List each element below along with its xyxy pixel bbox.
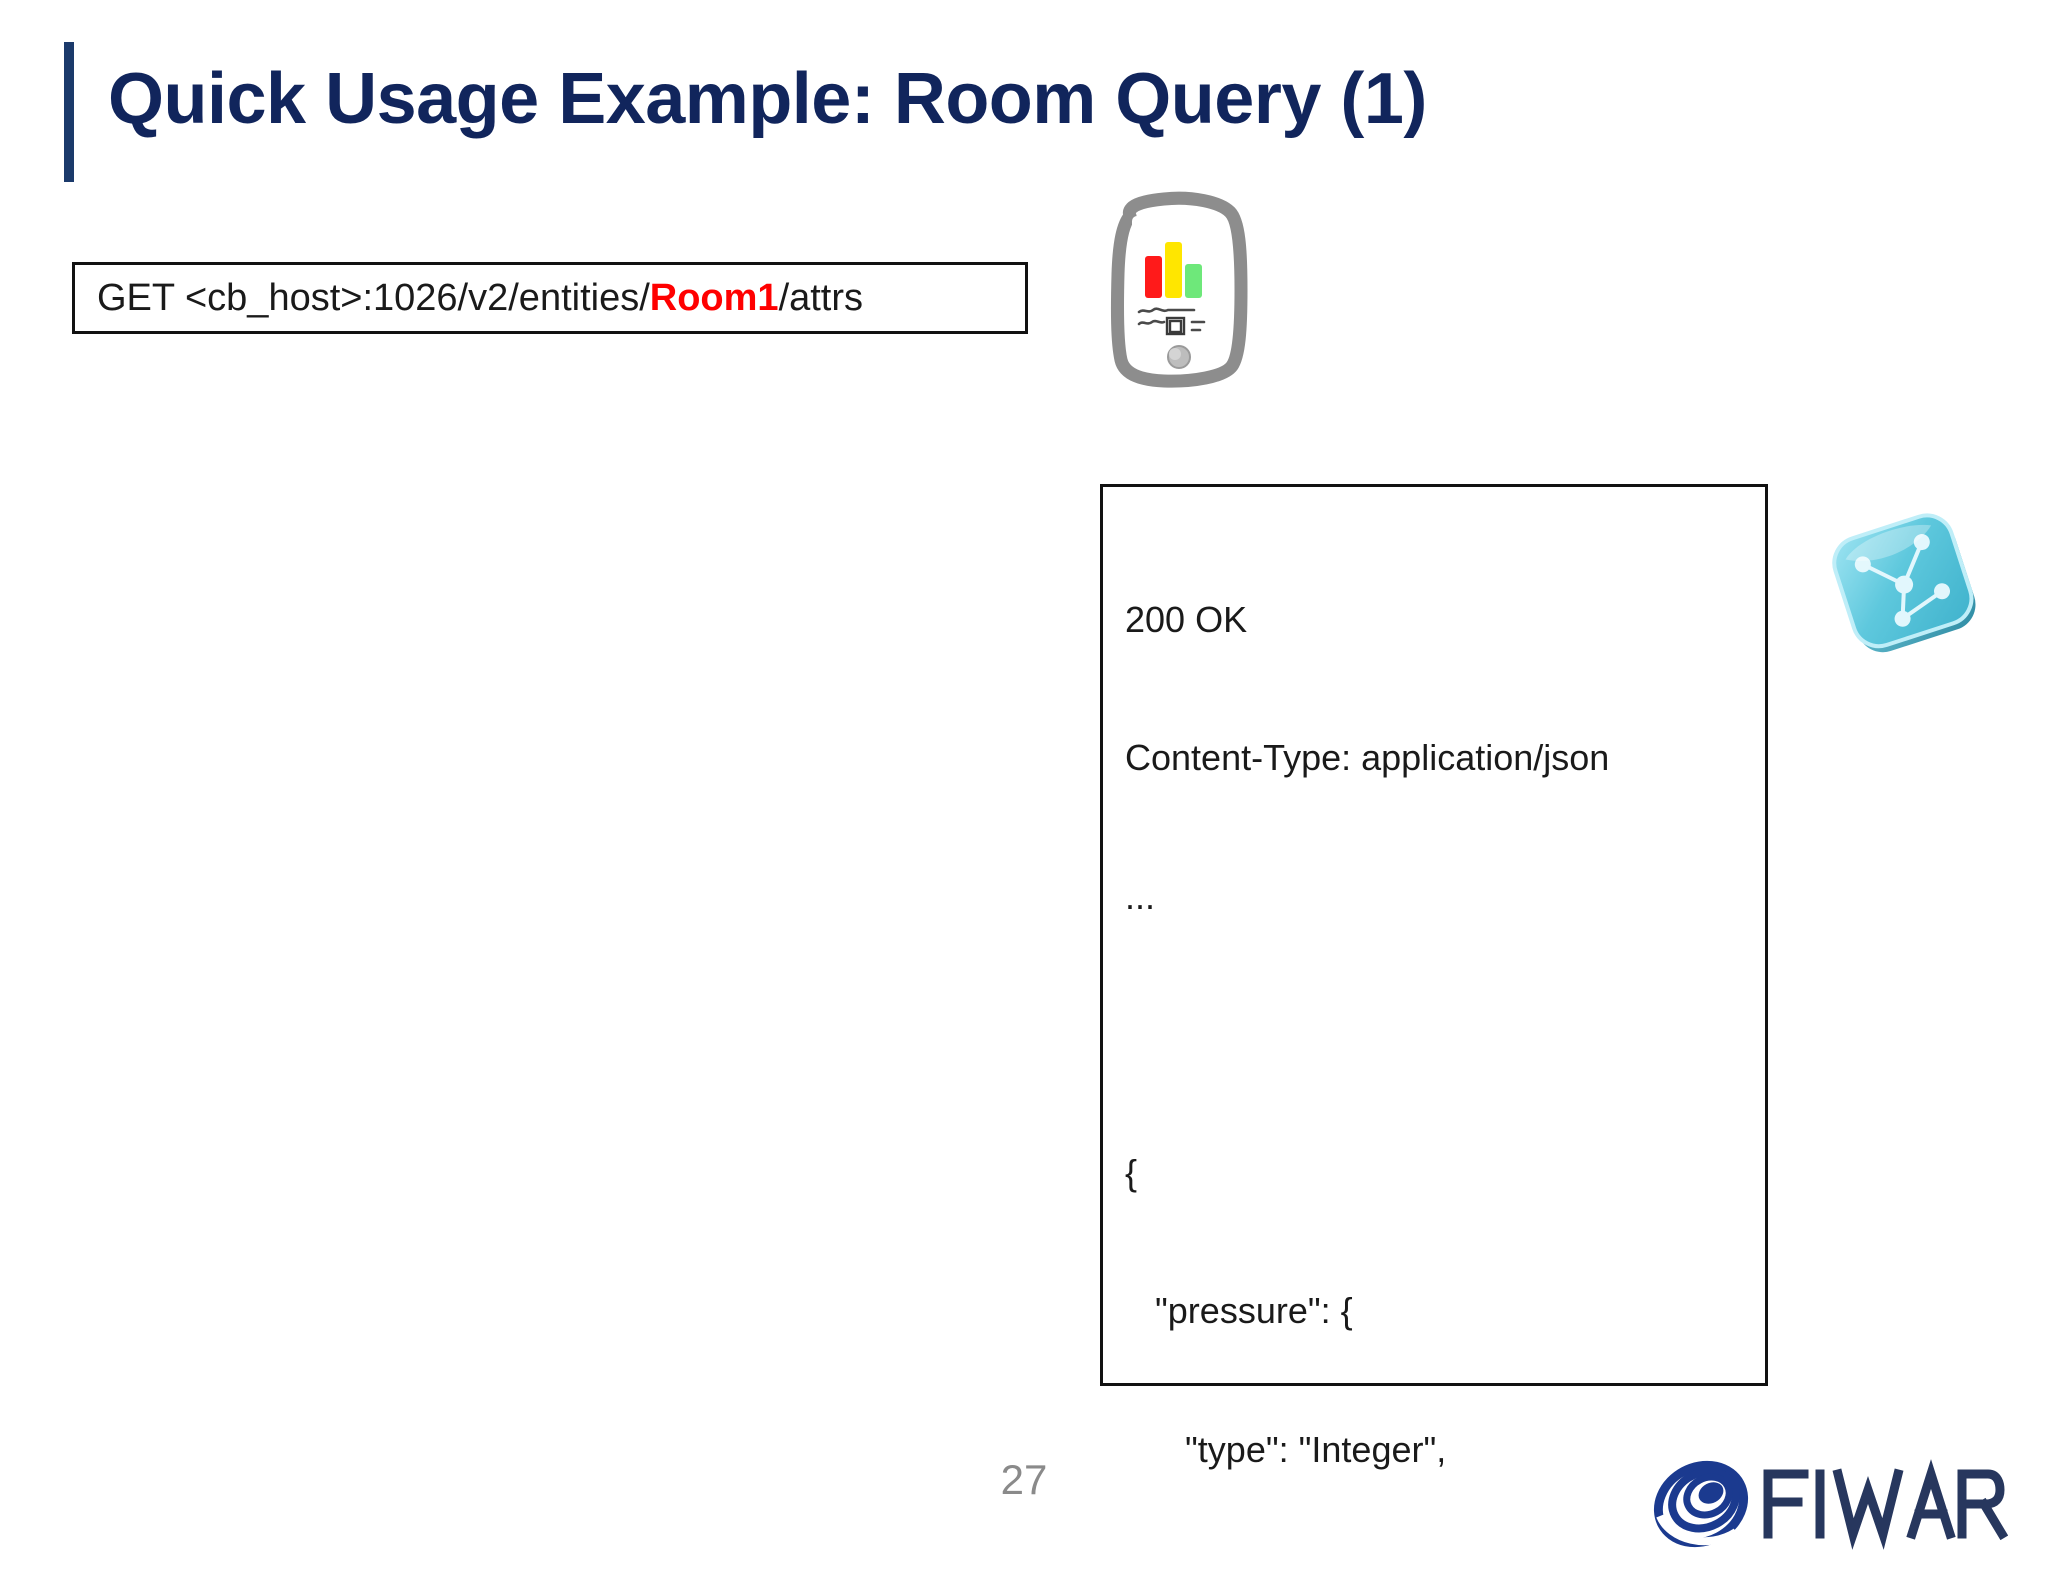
- fiware-logo: [1648, 1448, 2048, 1558]
- request-line: GET <cb_host>:1026/v2/entities/Room1/att…: [75, 279, 863, 317]
- title-accent-bar: [64, 42, 74, 182]
- context-broker-node-icon: [1826, 504, 1986, 664]
- response-ellipsis: ...: [1125, 875, 1156, 917]
- page-title: Quick Usage Example: Room Query (1): [108, 59, 1427, 139]
- json-line: "pressure": {: [1125, 1290, 1353, 1332]
- request-prefix: GET <cb_host>:1026/v2/entities/: [97, 277, 650, 319]
- mobile-device-sketch-icon: [1108, 190, 1253, 390]
- request-entity-id: Room1: [649, 277, 779, 319]
- response-blank-line: [1125, 1012, 1609, 1058]
- response-body: 200 OK Content-Type: application/json ..…: [1125, 505, 1609, 1573]
- json-line: "type": "Integer",: [1125, 1428, 1447, 1470]
- json-line: {: [1125, 1152, 1138, 1194]
- request-suffix: /attrs: [778, 277, 864, 319]
- response-status-line: 200 OK: [1125, 599, 1248, 641]
- page-number: 27: [1000, 1456, 1048, 1503]
- request-box: GET <cb_host>:1026/v2/entities/Room1/att…: [72, 262, 1028, 334]
- response-box: 200 OK Content-Type: application/json ..…: [1100, 484, 1768, 1573]
- response-content-type-line: Content-Type: application/json: [1125, 737, 1610, 779]
- json-line: "value": 720,: [1125, 1565, 1609, 1573]
